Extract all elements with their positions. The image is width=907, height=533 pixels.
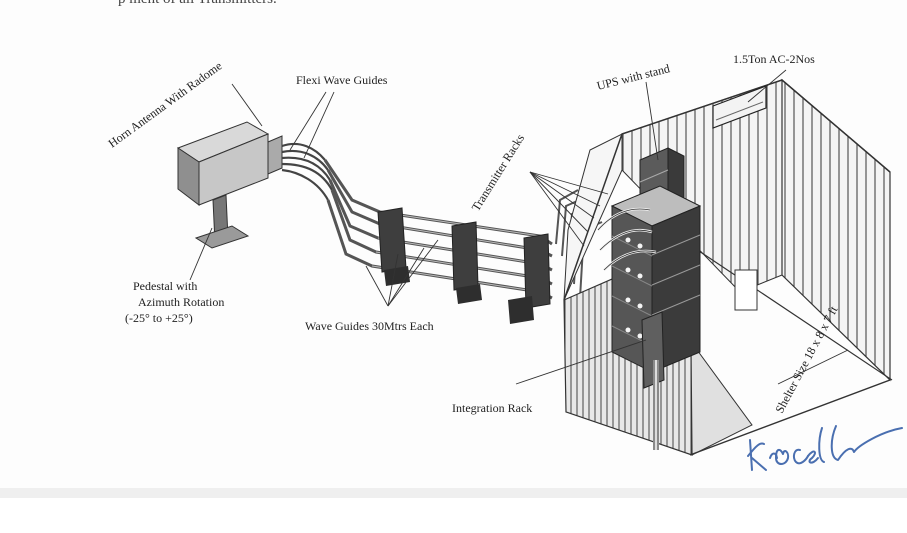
handwritten-signature: [748, 426, 902, 470]
label-ac: 1.5Ton AC-2Nos: [733, 52, 815, 66]
label-transmitter-racks: Transmitter Racks: [469, 131, 528, 213]
horn-antenna: [178, 122, 282, 205]
label-pedestal-line1: Pedestal with: [133, 279, 197, 293]
document-page: p ment of all Transmitters.: [0, 0, 907, 488]
wave-guide-supports: [378, 208, 550, 324]
label-integration-rack: Integration Rack: [452, 401, 532, 415]
transmitter-system-diagram: Horn Antenna With Radome Flexi Wave Guid…: [0, 0, 907, 488]
label-pedestal-line2: Azimuth Rotation: [138, 295, 224, 309]
label-shelter-size: Shelter Size 18 x 8 x 7 ft: [772, 303, 841, 415]
label-flexi-wave-guides: Flexi Wave Guides: [296, 73, 388, 87]
wave-guide-runs: [325, 160, 552, 298]
label-ups: UPS with stand: [595, 61, 671, 93]
label-wave-guides: Wave Guides 30Mtrs Each: [305, 319, 434, 333]
label-pedestal-line3: (-25° to +25°): [125, 311, 193, 325]
page-bottom-band: [0, 488, 907, 498]
